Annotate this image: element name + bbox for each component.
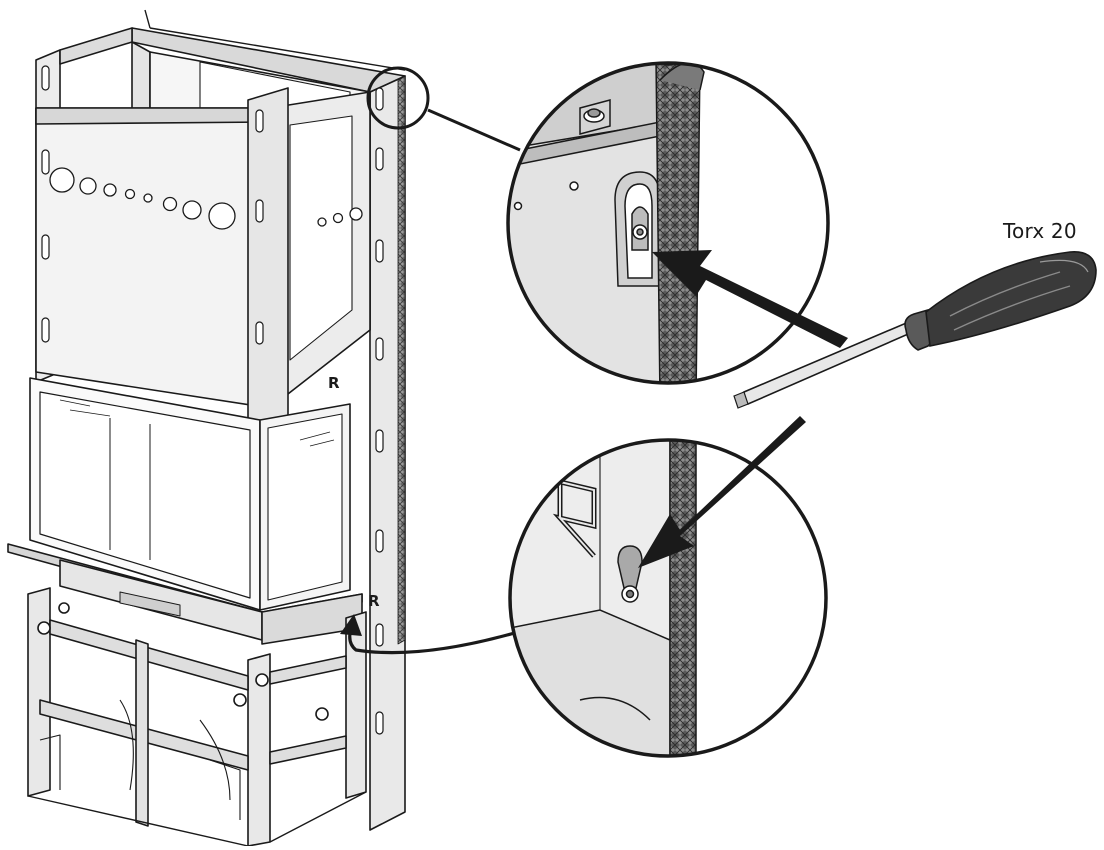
front-corner-post — [247, 87, 289, 433]
cable-holes — [49, 167, 363, 230]
arrow-to-bottom-screw — [638, 416, 806, 568]
braided-seal-strip — [397, 75, 406, 645]
curved-arrow — [348, 625, 519, 655]
detail-bottom — [508, 438, 828, 758]
detail-top — [506, 61, 830, 385]
upper-box-front — [35, 107, 271, 409]
keyhole-slots-corner — [255, 87, 384, 735]
fireplace-frame — [7, 9, 406, 847]
tool-label: Torx 20 — [1003, 219, 1077, 243]
frame-marking-lower: R — [368, 592, 380, 610]
detail-leader-line — [427, 108, 521, 152]
arrow-to-top-screw — [652, 250, 848, 348]
frame-marking-upper: R — [328, 374, 340, 392]
screwdriver-icon — [733, 251, 1097, 409]
detail-highlight-circle — [366, 66, 430, 130]
keyhole-slots-left — [41, 65, 50, 343]
arrow-icon — [340, 614, 362, 636]
base-post-left — [27, 587, 51, 797]
